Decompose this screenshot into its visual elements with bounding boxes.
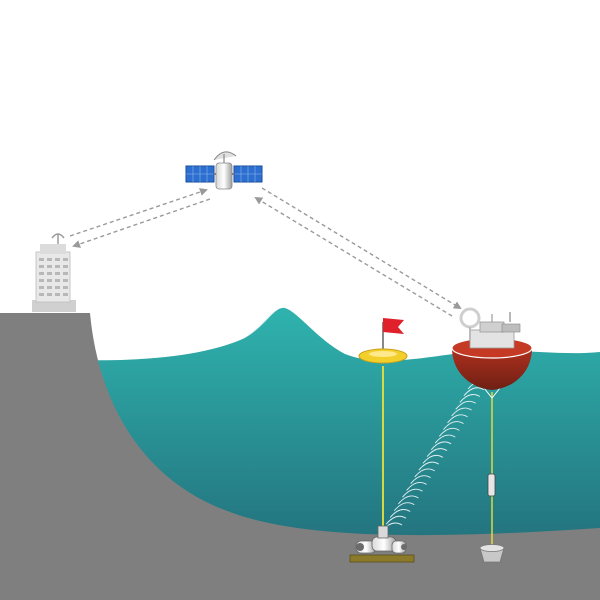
- acoustic-wave-arc: [422, 454, 444, 464]
- acoustic-wave-arc: [414, 468, 435, 478]
- acoustic-wave-arc: [410, 475, 431, 484]
- acoustic-wave-arc: [418, 461, 440, 471]
- acoustic-wave-arc: [463, 387, 485, 397]
- anchor-icon: [479, 544, 505, 563]
- acoustic-wave-arc: [451, 407, 472, 417]
- acoustic-wave-arc: [459, 394, 481, 403]
- acoustic-wave-arc: [438, 427, 460, 437]
- acoustic-wave-arc: [434, 434, 456, 444]
- acoustic-wave-arc: [398, 495, 419, 505]
- acoustic-wave-arc: [455, 400, 476, 410]
- seafloor-instrument-icon: [349, 525, 415, 563]
- acoustic-wave-arc: [393, 502, 415, 512]
- acoustic-wave-arc: [406, 482, 427, 491]
- link-shore-satellite: [69, 188, 211, 248]
- acoustic-signal-waves: [381, 380, 489, 532]
- flag-icon: [383, 318, 404, 334]
- marker-float-icon: [358, 318, 408, 540]
- acoustic-wave-arc: [385, 515, 407, 525]
- acoustic-wave-arc: [447, 414, 468, 424]
- satellite-icon: [185, 151, 263, 190]
- acoustic-wave-arc: [389, 509, 411, 518]
- acoustic-wave-arc: [402, 488, 423, 498]
- shore-station-building: [32, 233, 76, 312]
- buoy-icon: [451, 307, 533, 548]
- acoustic-wave-arc: [430, 441, 452, 451]
- land-cliff-seafloor: [0, 313, 600, 600]
- inline-sensor: [487, 473, 496, 497]
- acoustic-wave-arc: [443, 421, 464, 430]
- link-satellite-buoy: [254, 187, 462, 317]
- acoustic-wave-arc: [426, 448, 448, 457]
